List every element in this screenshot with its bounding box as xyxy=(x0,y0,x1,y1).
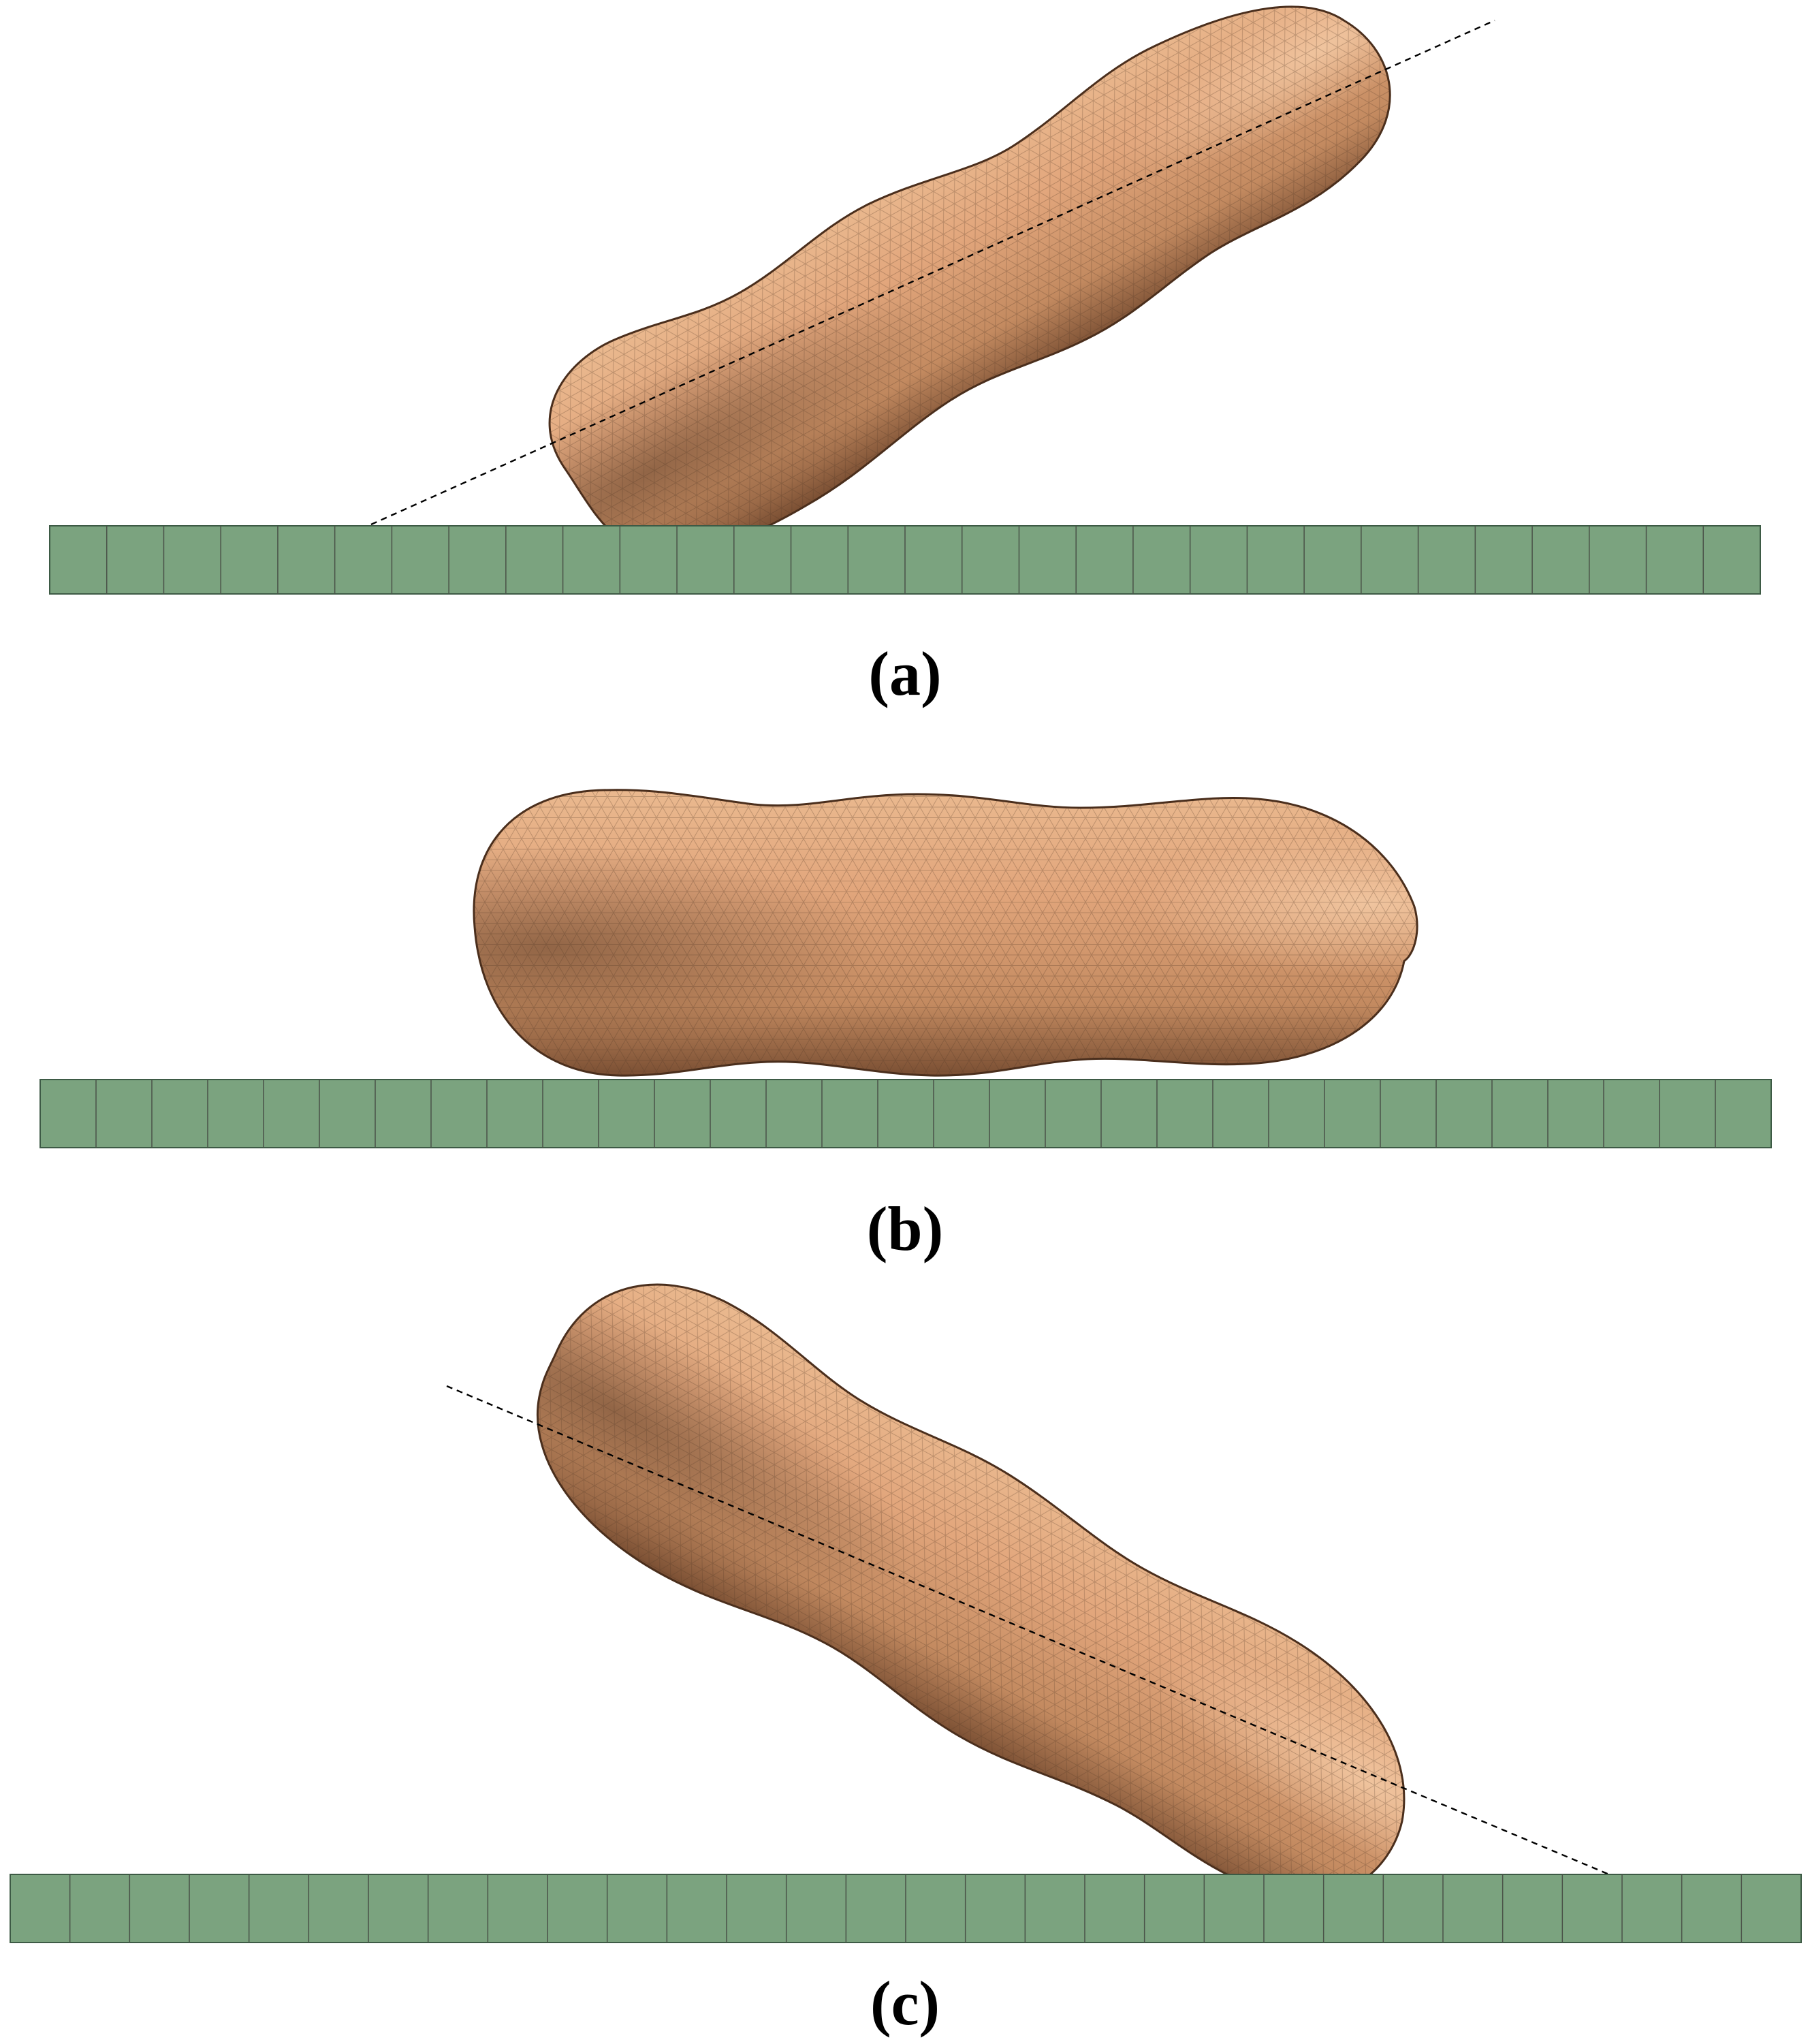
panel-label-a: (a) xyxy=(868,639,941,708)
substrate-b xyxy=(39,1079,1772,1148)
bacterium-body-a xyxy=(548,5,1391,554)
substrate-tiles-a xyxy=(106,526,1704,594)
substrate-tiles-c xyxy=(69,1874,1743,1943)
panel-b: (b) xyxy=(39,789,1772,1263)
axis-line-c xyxy=(446,1385,1615,1878)
bacterium-body-c xyxy=(536,1283,1406,1899)
substrate-tiles-b xyxy=(95,1080,1716,1148)
panel-label-b: (b) xyxy=(867,1194,943,1263)
substrate-c xyxy=(10,1874,1802,1943)
substrate-a xyxy=(49,525,1761,595)
axis-line-a xyxy=(370,19,1495,526)
bacterium-body-b xyxy=(473,789,1418,1077)
panel-label-c: (c) xyxy=(870,1968,940,2038)
panel-c: (c) xyxy=(10,1283,1802,2038)
panel-a: (a) xyxy=(49,5,1761,708)
